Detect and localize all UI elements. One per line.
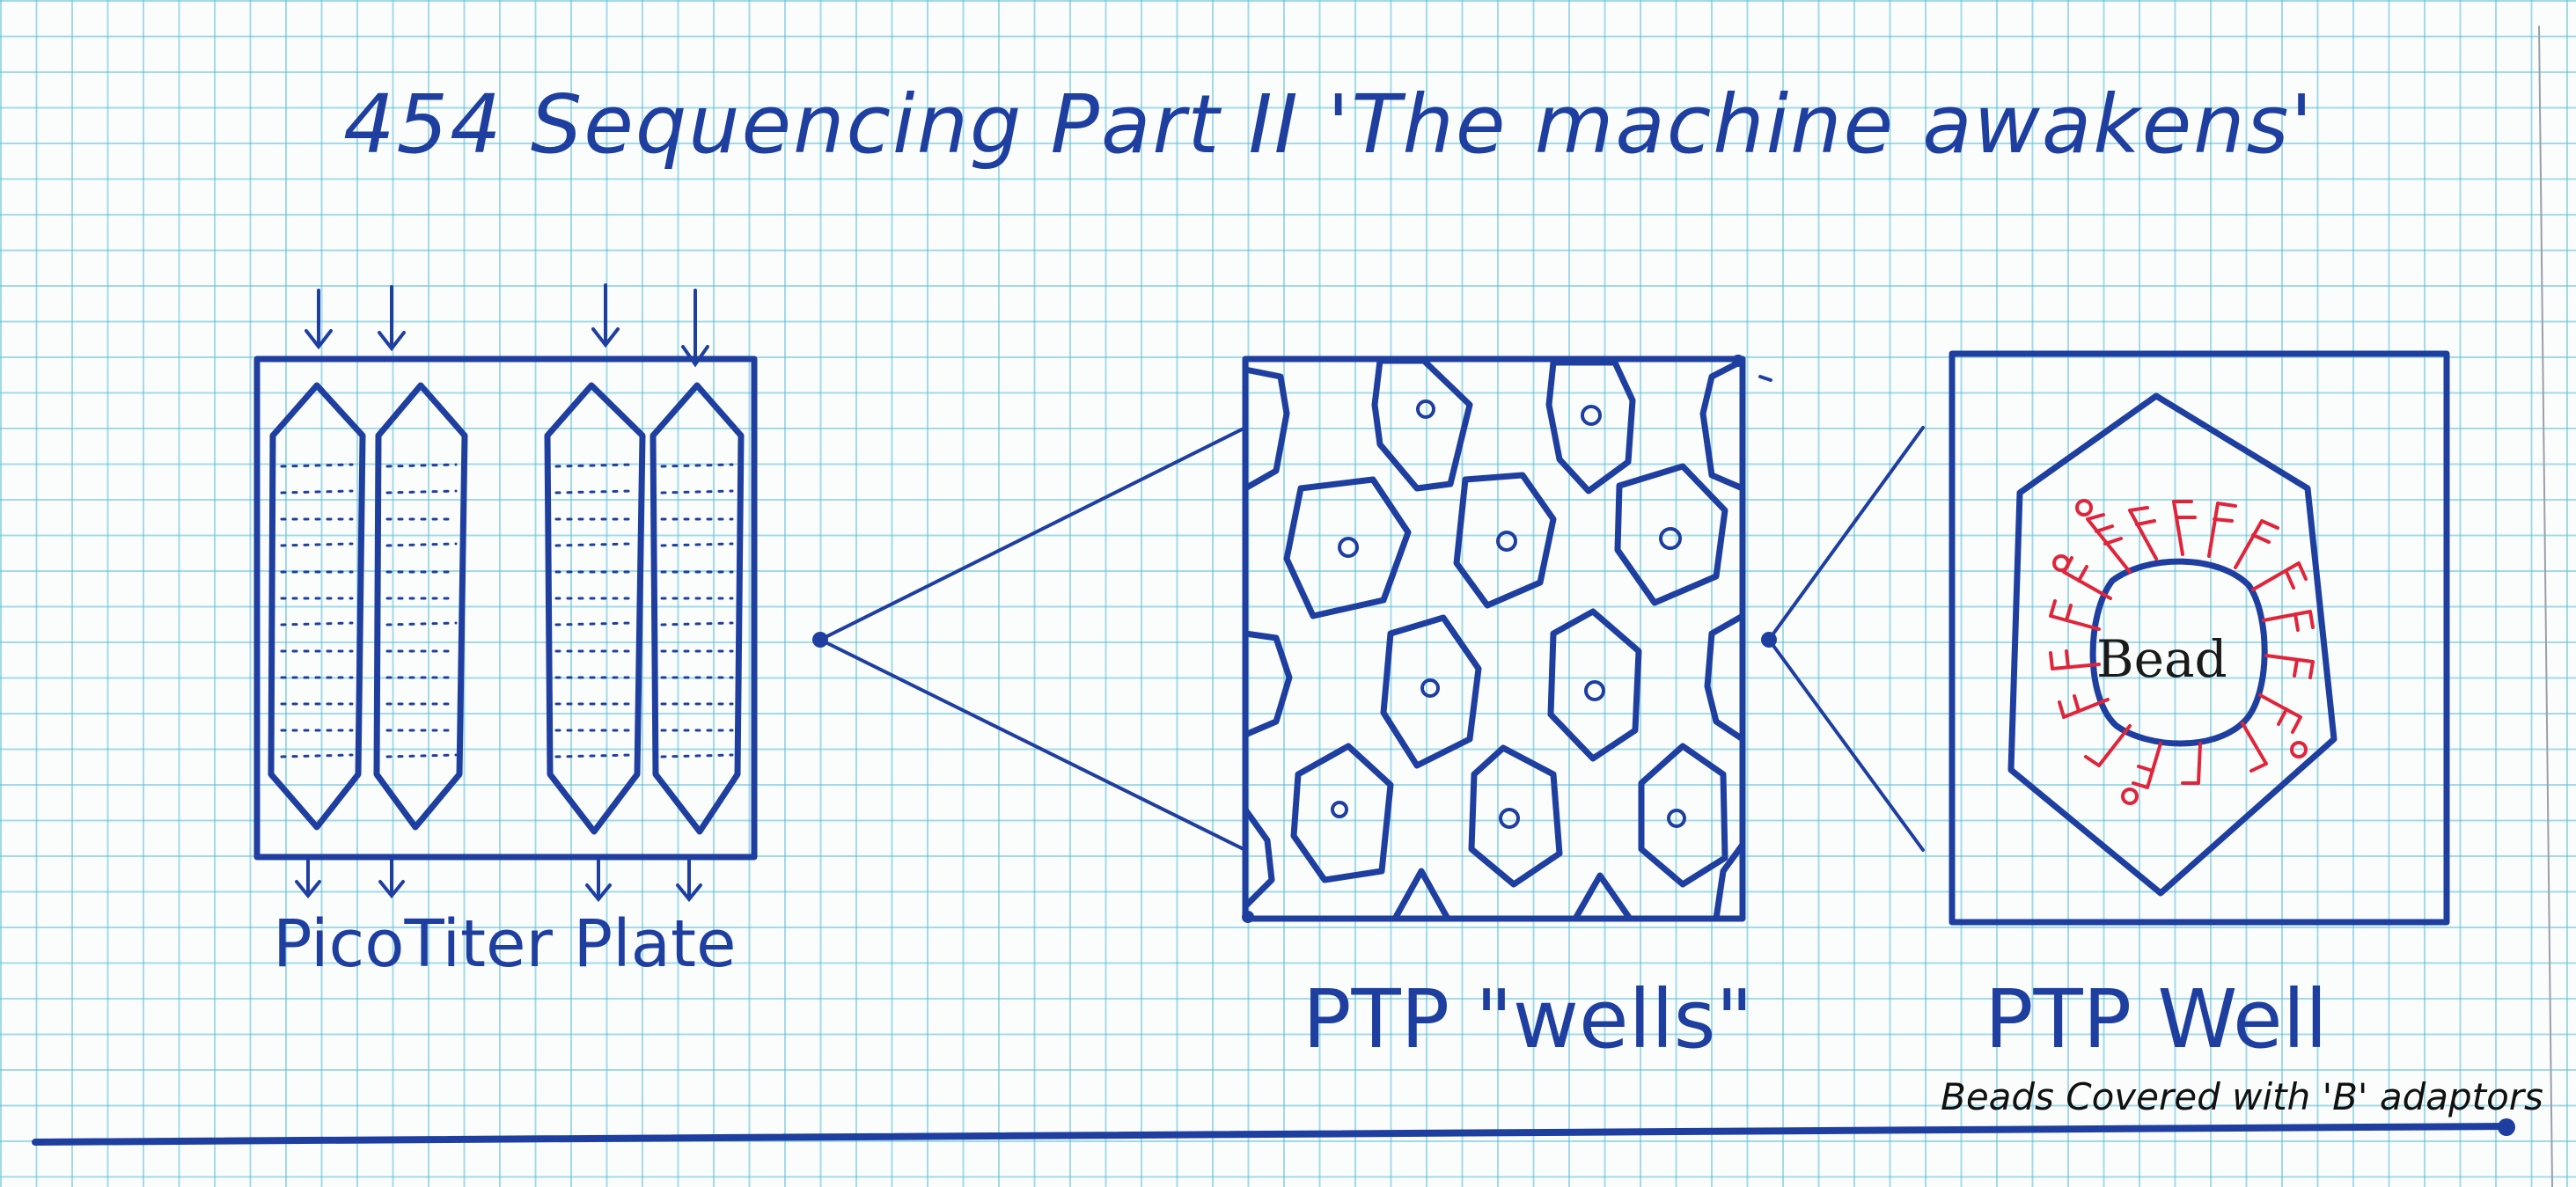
adaptor-strands xyxy=(2049,500,2315,789)
page-underline xyxy=(32,1123,2512,1146)
ptp-wells-label: PTP "wells" xyxy=(1303,972,1753,1066)
adaptor-b-markers xyxy=(2052,499,2308,805)
input-arrows xyxy=(305,283,709,368)
well-hexagon xyxy=(1614,463,1728,606)
well-hexagon xyxy=(1468,744,1563,888)
pico-titer-plate-diagram xyxy=(253,283,758,903)
zoom-lines-plate-to-wells xyxy=(812,426,1247,852)
well-hexagon xyxy=(1380,614,1482,769)
adaptor-note: Beads Covered with 'B' adaptors xyxy=(1941,1075,2543,1118)
ptp-well-diagram xyxy=(1949,350,2450,926)
zoom-lines-wells-to-well xyxy=(1761,426,1925,852)
bead-label: Bead xyxy=(2096,629,2227,689)
well-hexagon xyxy=(1638,743,1728,888)
well-hexagon xyxy=(1453,472,1557,609)
well-hexagon-outline xyxy=(2007,392,2337,897)
bead-circle xyxy=(2089,558,2268,747)
well-hexagon xyxy=(1371,357,1473,492)
well-hexagon xyxy=(1547,608,1642,762)
ptp-well-label: PTP Well xyxy=(1985,972,2328,1066)
wells-frame xyxy=(1242,355,1746,922)
plate-column xyxy=(544,382,646,835)
page-edge xyxy=(2538,26,2553,1187)
well-hexagon xyxy=(1290,743,1394,883)
well-hexagon xyxy=(1283,476,1412,619)
plate-column xyxy=(268,382,366,831)
plate-frame xyxy=(253,355,758,861)
plate-column xyxy=(373,382,468,831)
pico-titer-plate-label: PicoTiter Plate xyxy=(273,906,737,982)
well-hexagon xyxy=(1545,359,1636,495)
page-title: 454 Sequencing Part II 'The machine awak… xyxy=(343,77,2315,172)
plate-column xyxy=(650,382,745,835)
ptp-wells-diagram xyxy=(1242,355,1772,923)
output-arrows xyxy=(295,855,702,903)
well-frame xyxy=(1949,350,2450,926)
partial-wells xyxy=(1242,357,1746,922)
